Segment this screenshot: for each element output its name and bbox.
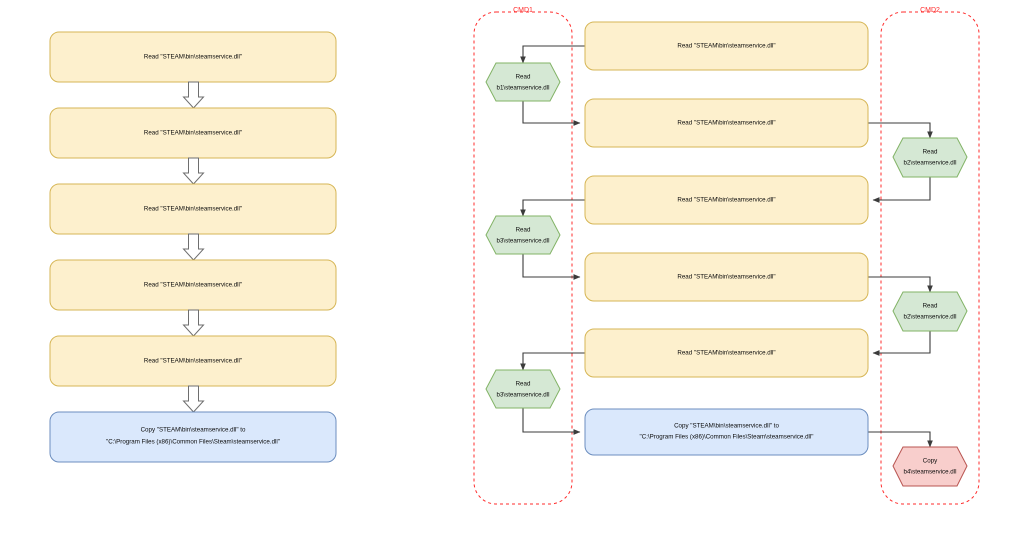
process-box[interactable]	[584, 98, 869, 148]
block-arrow-down-icon	[182, 385, 205, 413]
block-arrow-down-icon	[182, 233, 205, 261]
hex-label-line1: Read	[923, 149, 938, 156]
block-arrow-down-icon	[182, 157, 205, 185]
process-box[interactable]	[584, 21, 869, 71]
block-arrow-down-icon	[182, 81, 205, 109]
right-step-r3[interactable]: Read "STEAM\bin\steamservice.dll"	[584, 175, 869, 225]
process-label: Read "STEAM\bin\steamservice.dll"	[677, 120, 775, 127]
left-step-l3[interactable]: Read "STEAM\bin\steamservice.dll"	[49, 183, 337, 235]
connector-h2-to-r4	[522, 254, 581, 280]
right-step-r4[interactable]: Read "STEAM\bin\steamservice.dll"	[584, 252, 869, 302]
pool-cmd2	[880, 11, 980, 505]
process-box[interactable]	[584, 328, 869, 378]
hex-label-line2: b2\steamservice.dll	[904, 160, 957, 167]
hex-label-line2: b2\steamservice.dll	[904, 314, 957, 321]
right-flow-group: CMD1 CMD2	[473, 7, 980, 505]
cmd2-hex-h6-copy[interactable]: Copy b4\steamservice.dll	[892, 446, 968, 487]
process-box[interactable]	[584, 252, 869, 302]
hexagon-read[interactable]	[485, 215, 561, 255]
copy-label-line2: "C:\Program Files (x86)\Common Files\Ste…	[106, 439, 280, 446]
left-flow-group: Read "STEAM\bin\steamservice.dll" Read "…	[49, 31, 337, 463]
hexagon-read[interactable]	[892, 137, 968, 178]
connector-r3-to-h2	[520, 199, 585, 217]
cmd2-hex-h5[interactable]: Read b2\steamservice.dll	[892, 291, 968, 332]
hex-label-line1: Read	[516, 381, 531, 388]
hex-label-line2: b4\steamservice.dll	[904, 469, 957, 476]
copy-box[interactable]	[49, 411, 337, 463]
process-label: Read "STEAM\bin\steamservice.dll"	[144, 358, 242, 365]
left-step-l6-copy[interactable]: Copy "STEAM\bin\steamservice.dll" to "C:…	[49, 411, 337, 463]
right-step-r2[interactable]: Read "STEAM\bin\steamservice.dll"	[584, 98, 869, 148]
copy-box[interactable]	[584, 408, 869, 456]
process-label: Read "STEAM\bin\steamservice.dll"	[144, 130, 242, 137]
connector-h4-to-r3	[872, 177, 931, 203]
connectors	[520, 45, 933, 448]
right-step-r5[interactable]: Read "STEAM\bin\steamservice.dll"	[584, 328, 869, 378]
right-step-r6-copy[interactable]: Copy "STEAM\bin\steamservice.dll" to "C:…	[584, 408, 869, 456]
connector-h5-to-r5	[872, 331, 931, 356]
process-label: Read "STEAM\bin\steamservice.dll"	[144, 206, 242, 213]
left-step-l4[interactable]: Read "STEAM\bin\steamservice.dll"	[49, 259, 337, 311]
hex-label-line1: Read	[516, 227, 531, 234]
hexagon-read[interactable]	[892, 291, 968, 332]
connector-r1-to-h1	[520, 45, 585, 64]
block-arrow-down-icon	[182, 309, 205, 337]
left-step-l1[interactable]: Read "STEAM\bin\steamservice.dll"	[49, 31, 337, 83]
connector-r5-to-h3	[520, 352, 585, 371]
hexagon-read[interactable]	[485, 62, 561, 102]
process-label: Read "STEAM\bin\steamservice.dll"	[677, 274, 775, 281]
copy-label-line1: Copy "STEAM\bin\steamservice.dll" to	[674, 423, 779, 430]
connector-h1-to-r2	[522, 101, 581, 126]
pool-cmd1	[473, 11, 573, 505]
process-label: Read "STEAM\bin\steamservice.dll"	[677, 350, 775, 357]
hex-label-line1: Read	[516, 74, 531, 81]
connector-h3-to-r6	[522, 408, 581, 435]
hex-label-line2: b3\steamservice.dll	[497, 238, 550, 245]
hex-label-line2: b3\steamservice.dll	[497, 392, 550, 399]
left-step-l2[interactable]: Read "STEAM\bin\steamservice.dll"	[49, 107, 337, 159]
right-step-r1[interactable]: Read "STEAM\bin\steamservice.dll"	[584, 21, 869, 71]
hexagon-copy[interactable]	[892, 446, 968, 487]
connector-r6-to-h6	[868, 431, 933, 448]
process-label: Read "STEAM\bin\steamservice.dll"	[144, 282, 242, 289]
process-label: Read "STEAM\bin\steamservice.dll"	[677, 43, 775, 50]
left-step-l5[interactable]: Read "STEAM\bin\steamservice.dll"	[49, 335, 337, 387]
process-label: Read "STEAM\bin\steamservice.dll"	[677, 197, 775, 204]
hex-label-line1: Copy	[923, 458, 938, 465]
cmd1-hex-h3[interactable]: Read b3\steamservice.dll	[485, 369, 561, 409]
cmd2-hex-h4[interactable]: Read b2\steamservice.dll	[892, 137, 968, 178]
pool-cmd1-label: CMD1	[513, 7, 533, 14]
hex-label-line1: Read	[923, 303, 938, 310]
copy-label-line2: "C:\Program Files (x86)\Common Files\Ste…	[640, 434, 814, 441]
connector-r2-to-h4	[868, 122, 933, 139]
process-label: Read "STEAM\bin\steamservice.dll"	[144, 54, 242, 61]
hexagon-read[interactable]	[485, 369, 561, 409]
connector-r4-to-h5	[868, 276, 933, 293]
copy-label-line1: Copy "STEAM\bin\steamservice.dll" to	[141, 427, 246, 434]
cmd1-hex-h2[interactable]: Read b3\steamservice.dll	[485, 215, 561, 255]
hex-label-line2: b1\steamservice.dll	[497, 85, 550, 92]
process-box[interactable]	[584, 175, 869, 225]
cmd1-hex-h1[interactable]: Read b1\steamservice.dll	[485, 62, 561, 102]
pool-cmd2-label: CMD2	[920, 7, 940, 14]
